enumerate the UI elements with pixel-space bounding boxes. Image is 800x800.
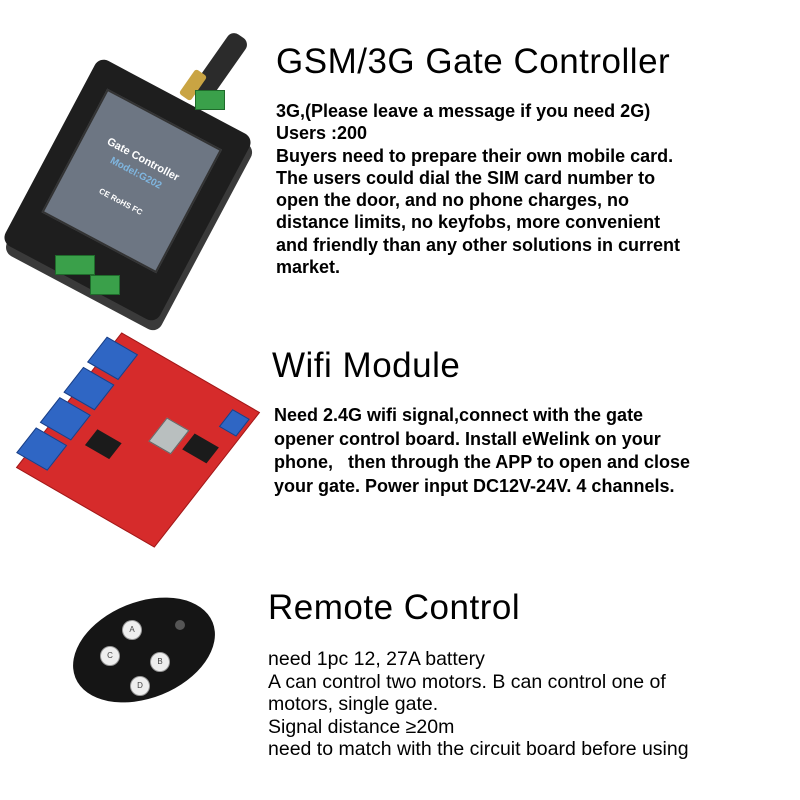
remote-control-description: need 1pc 12, 27A battery A can control t… [268,648,689,761]
desc-line: The users could dial the SIM card number… [276,167,656,188]
remote-control-title: Remote Control [268,588,521,627]
wifi-relay-board-image [15,332,261,548]
wifi-module-description: Need 2.4G wifi signal,connect with the g… [274,404,690,498]
desc-line: Buyers need to prepare their own mobile … [276,145,674,166]
remote-button-a: A [122,620,142,640]
remote-shell [57,577,231,723]
desc-line: distance limits, no keyfobs, more conven… [276,212,661,233]
desc-line: opener control board. Install eWelink on… [274,428,661,449]
desc-line: market. [276,257,341,278]
desc-line: motors, single gate. [268,693,439,716]
terminal-block [55,255,95,275]
remote-led [175,620,185,630]
remote-button-d: D [130,676,150,696]
ic-chip [84,429,122,460]
power-terminal [218,409,250,437]
desc-line: and friendly than any other solutions in… [276,234,681,255]
ic-chip [182,433,219,464]
desc-line: need to match with the circuit board bef… [268,738,689,761]
desc-line: need 1pc 12, 27A battery [268,648,485,670]
desc-line: Users :200 [276,123,368,144]
device-label: Gate Controller Model:G202 CE RoHS FC [41,88,223,274]
gate-controller-title: GSM/3G Gate Controller [276,42,671,81]
desc-line: A can control two motors. B can control … [268,670,666,693]
terminal-block [90,275,120,295]
wifi-module-title: Wifi Module [272,346,461,385]
desc-line: your gate. Power input DC12V-24V. 4 chan… [274,475,675,496]
remote-button-b: B [150,652,170,672]
desc-line: Need 2.4G wifi signal,connect with the g… [274,405,644,425]
remote-button-c: C [100,646,120,666]
desc-line: Signal distance ≥20m [268,715,455,738]
gate-controller-image: Gate Controller Model:G202 CE RoHS FC [0,30,270,324]
desc-line: open the door, and no phone charges, no [276,190,630,211]
pcb-board [15,332,261,548]
desc-line: 3G,(Please leave a message if you need 2… [276,101,651,121]
remote-control-image: A B C D [57,577,231,723]
gate-controller-description: 3G,(Please leave a message if you need 2… [276,100,680,278]
desc-line: phone, then through the APP to open and … [274,452,691,472]
terminal-block [195,90,225,110]
